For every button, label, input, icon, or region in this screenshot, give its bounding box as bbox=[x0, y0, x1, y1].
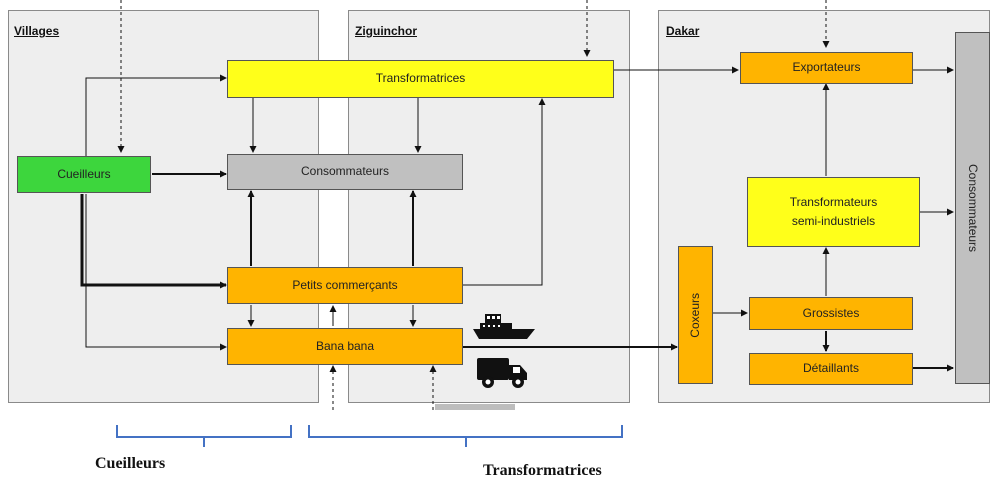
node-petits-commercants: Petits commerçants bbox=[227, 267, 463, 304]
transformateurs-line-2: semi-industriels bbox=[791, 214, 876, 228]
transformateurs-line-1: Transformateurs bbox=[789, 194, 878, 209]
consommateurs-dakar-label: Consommateurs bbox=[966, 163, 981, 253]
region-title-ziguinchor: Ziguinchor bbox=[355, 24, 417, 38]
coxeurs-label: Coxeurs bbox=[687, 292, 702, 338]
node-exportateurs: Exportateurs bbox=[740, 52, 913, 84]
boat-icon bbox=[473, 314, 535, 339]
node-transformatrices: Transformatrices bbox=[227, 60, 614, 98]
node-coxeurs: Coxeurs bbox=[678, 246, 713, 384]
truck-icon bbox=[477, 358, 527, 388]
footer-label-transformatrices: Transformatrices bbox=[483, 462, 602, 479]
node-bana-bana: Bana bana bbox=[227, 328, 463, 365]
node-grossistes: Grossistes bbox=[749, 297, 913, 330]
node-consommateurs-ziguinchor: Consommateurs bbox=[227, 154, 463, 190]
region-title-dakar: Dakar bbox=[666, 24, 700, 38]
region-title-villages: Villages bbox=[14, 24, 60, 38]
node-cueilleurs: Cueilleurs bbox=[17, 156, 151, 193]
node-detaillants: Détaillants bbox=[749, 353, 913, 385]
footer-label-cueilleurs: Cueilleurs bbox=[95, 455, 166, 472]
node-transformateurs-semi-industriels: Transformateurs semi-industriels bbox=[747, 177, 920, 247]
node-consommateurs-dakar: Consommateurs bbox=[955, 32, 990, 384]
